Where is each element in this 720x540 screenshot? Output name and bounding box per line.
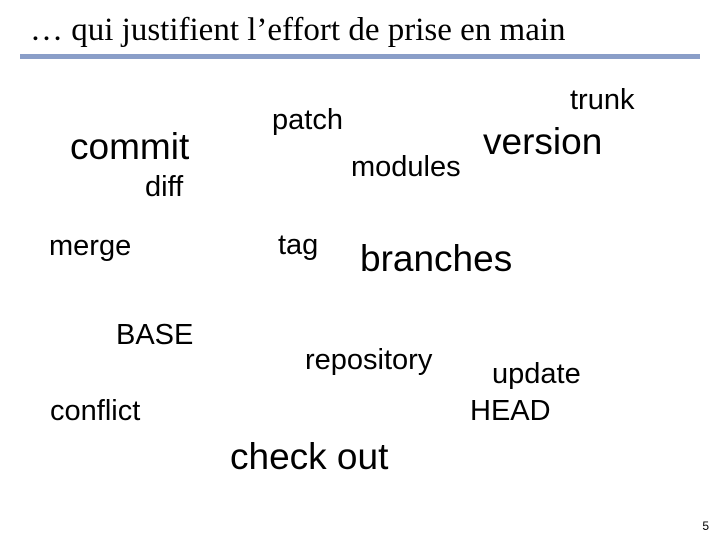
slide-title: … qui justifient l’effort de prise en ma… <box>30 12 566 48</box>
term-merge: merge <box>49 230 132 262</box>
term-diff: diff <box>145 171 184 203</box>
term-update: update <box>492 358 581 390</box>
term-modules: modules <box>351 151 461 183</box>
term-branches: branches <box>360 238 513 279</box>
term-commit: commit <box>70 126 190 167</box>
term-tag: tag <box>278 229 319 261</box>
term-base: BASE <box>116 319 194 351</box>
title-underline <box>20 54 700 59</box>
term-head: HEAD <box>470 395 551 427</box>
term-trunk: trunk <box>570 84 635 116</box>
term-patch: patch <box>272 104 343 136</box>
term-repository: repository <box>305 344 433 376</box>
term-version: version <box>483 121 603 162</box>
term-conflict: conflict <box>50 395 141 427</box>
term-check-out: check out <box>230 436 389 477</box>
page-number: 5 <box>702 519 709 533</box>
